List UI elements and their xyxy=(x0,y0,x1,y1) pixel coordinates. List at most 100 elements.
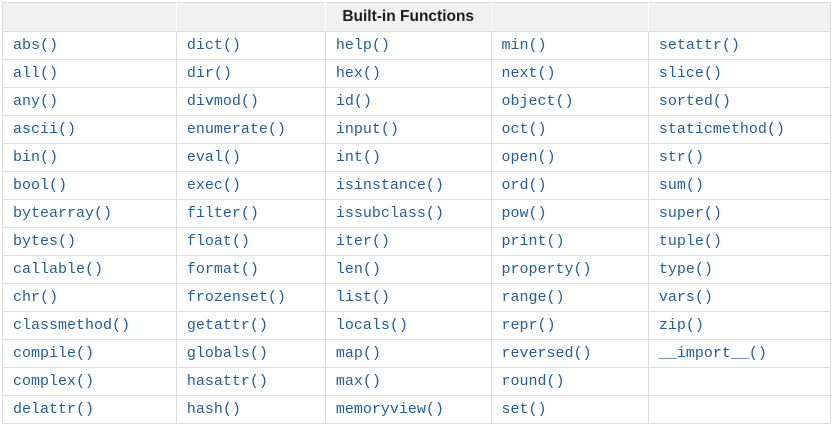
function-link[interactable]: delattr() xyxy=(13,401,95,418)
function-link[interactable]: hex() xyxy=(335,65,381,82)
function-cell: complex() xyxy=(2,367,177,396)
function-link[interactable]: memoryview() xyxy=(335,401,444,418)
function-cell: type() xyxy=(647,255,832,284)
function-link[interactable]: id() xyxy=(335,93,372,110)
function-link[interactable]: isinstance() xyxy=(335,177,444,194)
function-link[interactable]: map() xyxy=(335,345,381,362)
function-link[interactable]: reversed() xyxy=(501,345,592,362)
function-cell: list() xyxy=(324,283,492,312)
function-link[interactable]: property() xyxy=(501,261,592,278)
function-link[interactable]: enumerate() xyxy=(186,121,286,138)
header-cell-empty-1 xyxy=(2,2,177,32)
function-link[interactable]: super() xyxy=(658,205,722,222)
function-link[interactable]: complex() xyxy=(13,373,95,390)
function-link[interactable]: eval() xyxy=(186,149,241,166)
function-cell: zip() xyxy=(647,311,832,340)
table-row: ascii() enumerate() input() oct() staticmeth… xyxy=(2,115,832,144)
function-link[interactable]: set() xyxy=(501,401,547,418)
table-title: Built-in Functions xyxy=(324,2,492,32)
function-link[interactable]: help() xyxy=(335,37,390,54)
function-cell: locals() xyxy=(324,311,492,340)
function-cell: divmod() xyxy=(175,87,326,116)
function-link[interactable]: ascii() xyxy=(13,121,77,138)
function-link[interactable]: tuple() xyxy=(658,233,722,250)
function-cell: chr() xyxy=(2,283,177,312)
function-cell: format() xyxy=(175,255,326,284)
function-cell: property() xyxy=(490,255,649,284)
function-cell: slice() xyxy=(647,59,832,88)
function-cell: max() xyxy=(324,367,492,396)
function-link[interactable]: zip() xyxy=(658,317,704,334)
function-cell: setattr() xyxy=(647,31,832,60)
function-link[interactable]: setattr() xyxy=(658,37,740,54)
function-link[interactable]: bytes() xyxy=(13,233,77,250)
function-link[interactable]: input() xyxy=(335,121,399,138)
function-link[interactable]: exec() xyxy=(186,177,241,194)
function-link[interactable]: dict() xyxy=(186,37,241,54)
function-cell: issubclass() xyxy=(324,199,492,228)
function-link[interactable]: vars() xyxy=(658,289,713,306)
function-link[interactable]: list() xyxy=(335,289,390,306)
function-link[interactable]: locals() xyxy=(335,317,408,334)
function-link[interactable]: int() xyxy=(335,149,381,166)
function-cell: repr() xyxy=(490,311,649,340)
function-cell: super() xyxy=(647,199,832,228)
function-link[interactable]: len() xyxy=(335,261,381,278)
function-link[interactable]: repr() xyxy=(501,317,556,334)
function-link[interactable]: hash() xyxy=(186,401,241,418)
function-link[interactable]: abs() xyxy=(13,37,59,54)
function-cell: hash() xyxy=(175,395,326,424)
function-link[interactable]: format() xyxy=(186,261,259,278)
function-link[interactable]: any() xyxy=(13,93,59,110)
function-link[interactable]: sorted() xyxy=(658,93,731,110)
function-link[interactable]: bytearray() xyxy=(13,205,113,222)
function-link[interactable]: classmethod() xyxy=(13,317,131,334)
table-row: bool() exec() isinstance() ord() sum() xyxy=(2,171,832,200)
function-link[interactable]: filter() xyxy=(186,205,259,222)
function-link[interactable]: dir() xyxy=(186,65,232,82)
table-row: compile() globals() map() reversed() __impor… xyxy=(2,339,832,368)
function-link[interactable]: oct() xyxy=(501,121,547,138)
function-cell: iter() xyxy=(324,227,492,256)
function-link[interactable]: bin() xyxy=(13,149,59,166)
table-row: callable() format() len() property() type() xyxy=(2,255,832,284)
function-cell: dict() xyxy=(175,31,326,60)
function-link[interactable]: ord() xyxy=(501,177,547,194)
function-link[interactable]: compile() xyxy=(13,345,95,362)
function-link[interactable]: staticmethod() xyxy=(658,121,785,138)
function-link[interactable]: type() xyxy=(658,261,713,278)
function-cell: frozenset() xyxy=(175,283,326,312)
function-link[interactable]: issubclass() xyxy=(335,205,444,222)
function-link[interactable]: object() xyxy=(501,93,574,110)
function-link[interactable]: next() xyxy=(501,65,556,82)
function-link[interactable]: pow() xyxy=(501,205,547,222)
empty-cell xyxy=(647,367,832,396)
function-link[interactable]: str() xyxy=(658,149,704,166)
function-cell: filter() xyxy=(175,199,326,228)
function-cell: callable() xyxy=(2,255,177,284)
function-link[interactable]: getattr() xyxy=(186,317,268,334)
function-link[interactable]: callable() xyxy=(13,261,104,278)
function-link[interactable]: min() xyxy=(501,37,547,54)
function-cell: globals() xyxy=(175,339,326,368)
function-link[interactable]: slice() xyxy=(658,65,722,82)
function-link[interactable]: chr() xyxy=(13,289,59,306)
function-link[interactable]: print() xyxy=(501,233,565,250)
function-link[interactable]: bool() xyxy=(13,177,68,194)
function-link[interactable]: all() xyxy=(13,65,59,82)
function-cell: dir() xyxy=(175,59,326,88)
function-link[interactable]: max() xyxy=(335,373,381,390)
function-link[interactable]: float() xyxy=(186,233,250,250)
function-link[interactable]: divmod() xyxy=(186,93,259,110)
function-link[interactable]: open() xyxy=(501,149,556,166)
function-cell: any() xyxy=(2,87,177,116)
function-link[interactable]: __import__() xyxy=(658,345,767,362)
function-link[interactable]: globals() xyxy=(186,345,268,362)
table-row: any() divmod() id() object() sorted() xyxy=(2,87,832,116)
function-link[interactable]: range() xyxy=(501,289,565,306)
function-link[interactable]: iter() xyxy=(335,233,390,250)
function-link[interactable]: sum() xyxy=(658,177,704,194)
function-link[interactable]: hasattr() xyxy=(186,373,268,390)
function-link[interactable]: frozenset() xyxy=(186,289,286,306)
function-link[interactable]: round() xyxy=(501,373,565,390)
